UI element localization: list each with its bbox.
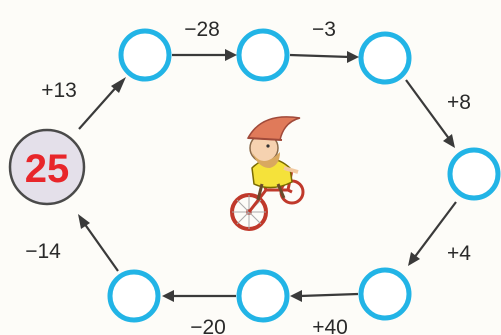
answer-circle-3[interactable] bbox=[358, 31, 412, 85]
op-label-6: +40 bbox=[312, 316, 348, 335]
arrow-op6 bbox=[290, 290, 359, 302]
op-label-8: −14 bbox=[25, 240, 61, 263]
op-label-2: −28 bbox=[184, 18, 220, 41]
op-label-3: −3 bbox=[312, 18, 336, 41]
answer-circle-7[interactable] bbox=[107, 269, 161, 323]
arrow-op5 bbox=[408, 201, 457, 266]
answer-circle-6[interactable] bbox=[236, 269, 290, 323]
arrow-op2 bbox=[172, 49, 237, 61]
arrow-op4 bbox=[405, 79, 455, 148]
answer-circle-5[interactable] bbox=[358, 267, 412, 321]
arrow-op7 bbox=[162, 290, 236, 302]
start-circle: 25 bbox=[8, 128, 86, 206]
op-label-4: +8 bbox=[447, 91, 471, 114]
answer-circle-2[interactable] bbox=[236, 28, 290, 82]
arrow-op8 bbox=[78, 214, 119, 272]
arrow-op1 bbox=[78, 77, 126, 130]
start-value: 25 bbox=[25, 147, 70, 191]
op-label-7: −20 bbox=[190, 316, 226, 335]
gnome-on-bicycle-icon bbox=[230, 116, 305, 231]
arrow-op3 bbox=[289, 51, 359, 63]
op-label-5: +4 bbox=[447, 242, 471, 265]
answer-circle-4[interactable] bbox=[447, 147, 501, 201]
op-label-1: +13 bbox=[41, 79, 77, 102]
answer-circle-1[interactable] bbox=[118, 28, 172, 82]
